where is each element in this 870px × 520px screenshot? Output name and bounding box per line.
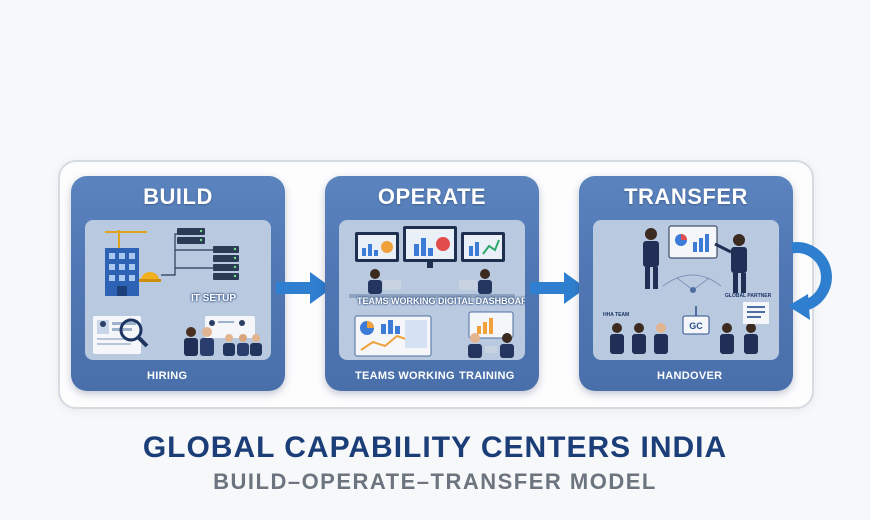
transfer-panel: TRANSFER GC (579, 176, 793, 391)
build-title: BUILD (143, 184, 213, 209)
operate-title: OPERATE (377, 184, 487, 209)
dashboards-label: TEAMS WORKING DIGITAL DASHBOARDS (357, 296, 525, 306)
hha-team-label: HHA TEAM (603, 312, 630, 318)
build-panel: BUILD (71, 176, 285, 391)
it-setup-label: IT SETUP (191, 293, 237, 304)
svg-text:GC: GC (689, 321, 703, 331)
hiring-caption: HIRING (147, 370, 188, 382)
operate-illustration: TEAMS WORKING DIGITAL DASHBOARDS (339, 220, 525, 360)
build-illustration: IT SETUP (85, 220, 271, 360)
subtitle: BUILD–OPERATE–TRANSFER MODEL (213, 469, 657, 494)
operate-scene (349, 226, 515, 358)
teams-working-caption: TEAMS WORKING (355, 370, 455, 382)
transfer-illustration: GC HHA TEAM GLOBAL PARTNER (593, 220, 779, 360)
build-scene (93, 228, 262, 356)
return-loop-arrow (788, 242, 832, 320)
handover-caption: HANDOVER (657, 370, 723, 382)
transfer-title: TRANSFER (624, 184, 748, 209)
arrow-operate-to-transfer (530, 272, 586, 304)
arrow-build-to-operate (276, 272, 332, 304)
training-caption: TRAINING (459, 370, 515, 382)
main-title: GLOBAL CAPABILITY CENTERS INDIA (142, 431, 728, 464)
operate-panel: OPERATE (325, 176, 539, 391)
global-partner-label: GLOBAL PARTNER (725, 293, 772, 299)
transfer-scene: GC (610, 225, 769, 354)
